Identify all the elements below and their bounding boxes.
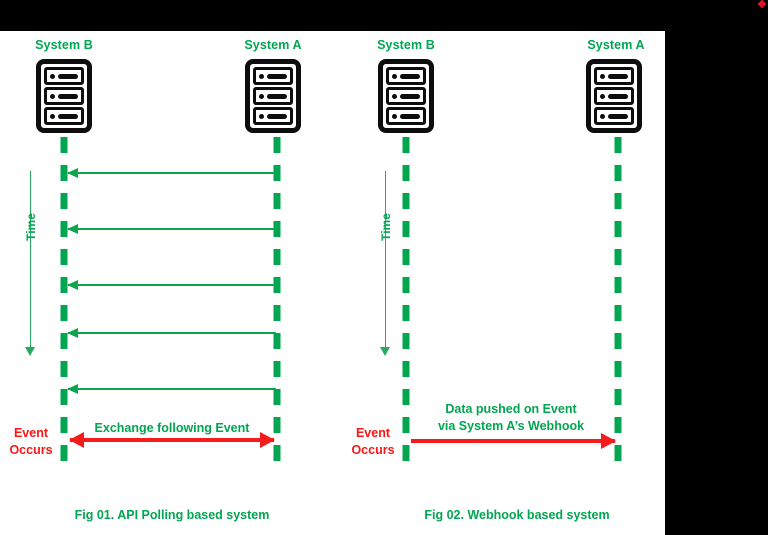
fig02-right-server-icon (586, 59, 642, 133)
server-led-icon (50, 73, 55, 79)
fig01-left-node-label: System B (35, 38, 93, 52)
fig02-webhook-caption: Data pushed on Event via System A’s Webh… (396, 401, 626, 435)
fig02-event-occurs-label: Event Occurs (342, 425, 404, 459)
fig01-event-occurs-label: Event Occurs (0, 425, 62, 459)
fig01-poll-arrow-3 (67, 280, 276, 290)
fig01-exchange-arrow (69, 432, 275, 448)
fig01-exchange-caption: Exchange following Event (57, 420, 287, 437)
server-slot-icon (267, 93, 287, 99)
fig02-webhook-caption-line2: via System A’s Webhook (437, 419, 585, 433)
server-bay (44, 107, 84, 125)
fig01-caption: Fig 01. API Polling based system (74, 508, 270, 522)
server-slot-icon (608, 73, 628, 79)
fig02-left-server-icon (378, 59, 434, 133)
server-slot-icon (267, 113, 287, 119)
fig01-time-axis-arrow-icon (25, 347, 35, 356)
fig02-right-node-label: System A (587, 38, 645, 52)
server-bay (386, 87, 426, 105)
arrow-head-left-icon (69, 432, 84, 448)
fig02-left-node-label: System B (377, 38, 435, 52)
server-led-icon (600, 113, 605, 119)
fig01-poll-arrow-2 (67, 224, 276, 234)
server-led-icon (600, 73, 605, 79)
server-bay (386, 67, 426, 85)
fig01-right-server-icon (245, 59, 301, 133)
fig01-left-server-icon (36, 59, 92, 133)
corner-mark-icon: ❖ (757, 0, 767, 11)
slide-content-area: System B System A Time (0, 31, 667, 535)
server-bay (253, 107, 293, 125)
server-slot-icon (608, 93, 628, 99)
fig01-time-axis-line (30, 171, 31, 349)
fig01-time-label: Time (24, 213, 38, 241)
server-led-icon (392, 113, 397, 119)
top-divider-rule (0, 29, 670, 31)
server-bay (44, 67, 84, 85)
server-bay (594, 107, 634, 125)
fig02-left-lifeline (402, 137, 410, 473)
server-led-icon (259, 93, 264, 99)
server-bay (594, 67, 634, 85)
server-led-icon (259, 113, 264, 119)
fig02-time-axis-arrow-icon (380, 347, 390, 356)
server-bay (253, 87, 293, 105)
fig01-event-line2: Occurs (9, 443, 53, 457)
fig01-exchange-caption-line1: Exchange following Event (94, 421, 250, 435)
server-led-icon (392, 93, 397, 99)
fig02-webhook-arrow (411, 433, 616, 449)
fig02-event-line1: Event (355, 426, 391, 440)
server-led-icon (600, 93, 605, 99)
fig02-time-axis-line (385, 171, 386, 349)
fig01-poll-arrow-1 (67, 168, 276, 178)
server-slot-icon (58, 93, 78, 99)
fig02-right-lifeline (614, 137, 622, 473)
fig01-poll-arrow-4 (67, 328, 276, 338)
fig01-right-node-label: System A (244, 38, 302, 52)
server-bay (594, 87, 634, 105)
server-slot-icon (608, 113, 628, 119)
server-slot-icon (400, 73, 420, 79)
server-slot-icon (400, 93, 420, 99)
server-slot-icon (58, 113, 78, 119)
fig02-webhook-caption-line1: Data pushed on Event (445, 402, 577, 416)
server-slot-icon (58, 73, 78, 79)
fig01-left-lifeline (60, 137, 68, 473)
server-slot-icon (400, 113, 420, 119)
fig02-time-label: Time (379, 213, 393, 241)
server-led-icon (392, 73, 397, 79)
top-black-band (0, 0, 768, 29)
server-led-icon (50, 113, 55, 119)
server-bay (386, 107, 426, 125)
fig01-event-line1: Event (13, 426, 49, 440)
server-bay (253, 67, 293, 85)
server-led-icon (259, 73, 264, 79)
arrow-head-right-icon (260, 432, 275, 448)
arrow-head-right-icon (601, 433, 616, 449)
fig01-right-lifeline (273, 137, 281, 473)
fig02-event-line2: Occurs (351, 443, 395, 457)
server-slot-icon (267, 73, 287, 79)
fig02-caption: Fig 02. Webhook based system (424, 508, 610, 522)
fig01-poll-arrow-5 (67, 384, 276, 394)
server-led-icon (50, 93, 55, 99)
server-bay (44, 87, 84, 105)
